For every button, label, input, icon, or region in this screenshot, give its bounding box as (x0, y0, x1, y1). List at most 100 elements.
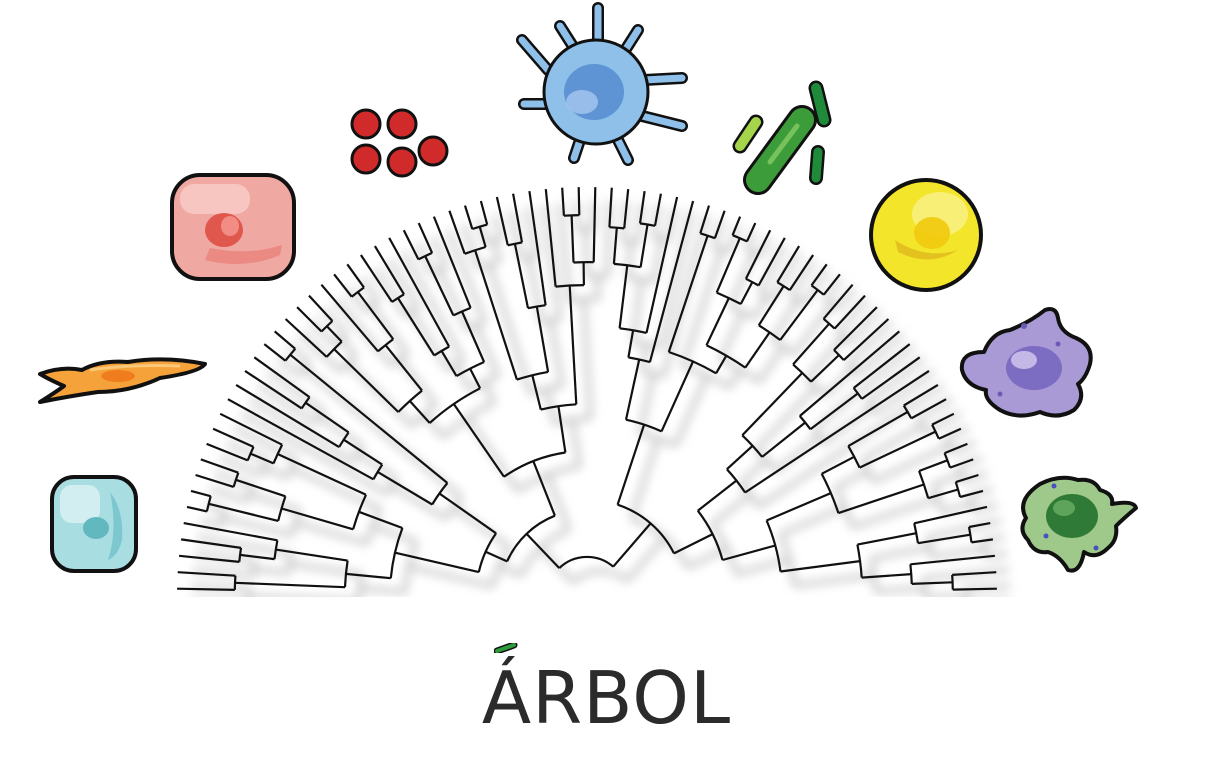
tree-branch-shadow (461, 223, 482, 269)
tree-branch-shadow (248, 594, 317, 597)
page-title: ÁRBOL (481, 656, 732, 740)
tree-branch (696, 510, 724, 561)
tree-branch-shadow (823, 276, 843, 301)
tree-branch (219, 412, 283, 446)
tree-branch-shadow (498, 563, 523, 578)
tree-branch-shadow (524, 207, 539, 257)
tree-branch (397, 389, 423, 413)
tree-branch-shadow (641, 368, 665, 379)
yellow-cell-icon (869, 178, 983, 292)
tree-branch (275, 548, 348, 562)
tree-branch (859, 430, 936, 469)
tree-branch (460, 311, 486, 363)
tree-branch-shadow (430, 236, 449, 268)
tree-branch (190, 489, 211, 498)
tree-branch (822, 273, 841, 296)
tree-branch (861, 356, 921, 400)
tree-branch (346, 263, 365, 289)
tree-branch (713, 210, 726, 239)
tree-branch-shadow (792, 302, 834, 356)
tree-branch-shadow (846, 307, 881, 345)
tree-branch (699, 205, 711, 234)
tree-branch-shadow (369, 304, 410, 355)
tree-branch (273, 330, 296, 350)
tree-branch-shadow (240, 411, 389, 496)
tree-branch-shadow (453, 363, 473, 392)
tree-branch (617, 503, 675, 554)
tree-branch (668, 350, 717, 375)
tree-branch (857, 532, 917, 546)
tree-branch (373, 245, 405, 295)
tree-branch-shadow (491, 240, 503, 262)
tree-branch-shadow (294, 520, 368, 546)
tree-branch-shadow (726, 223, 741, 254)
tree-branch-shadow (386, 258, 421, 310)
tree-branch-shadow (951, 440, 976, 455)
tree-branch (513, 243, 530, 309)
tree-branch (931, 412, 955, 426)
tree-branch-shadow (779, 504, 846, 537)
tree-branch (568, 285, 578, 405)
tree-branch-shadow (709, 523, 739, 575)
tree-branch (944, 442, 968, 455)
tree-branch-shadow (222, 515, 293, 538)
tree-branch (810, 354, 840, 383)
tree-branch (424, 255, 455, 316)
tree-branch (263, 343, 287, 362)
tree-branch (432, 216, 472, 309)
tree-branch-shadow (629, 437, 661, 520)
tree-branch (612, 522, 652, 568)
tree-branch (377, 338, 394, 353)
tree-branch (616, 424, 646, 506)
tree-branch (326, 325, 343, 343)
tree-branch-shadow (874, 369, 936, 415)
tree-branch-shadow (372, 267, 409, 318)
tree-branch-shadow (302, 366, 463, 499)
tree-branch-shadow (718, 310, 746, 361)
tree-branch (739, 281, 754, 305)
red-blood-cells-icon (350, 108, 449, 178)
tree-branch-shadow (318, 414, 365, 449)
tree-branch (667, 235, 709, 353)
tree-branch-shadow (915, 418, 928, 434)
tree-branch (627, 330, 635, 358)
tree-branch-shadow (870, 544, 931, 562)
tree-branch (917, 533, 971, 545)
tree-branch-shadow (770, 298, 800, 341)
tree-branch (765, 520, 782, 572)
tree-branch (389, 527, 404, 579)
tree-branch-shadow (757, 344, 786, 384)
tree-branch (609, 226, 625, 230)
tree-branch-shadow (583, 229, 590, 277)
tree-branch-shadow (754, 385, 819, 452)
tree-branch (798, 415, 812, 430)
tree-branch (821, 455, 855, 475)
tree-branch (639, 224, 649, 268)
tree-branch-shadow (719, 356, 761, 384)
tree-branch-shadow (356, 451, 398, 481)
tree-branch-shadow (944, 425, 969, 441)
tree-branch (333, 348, 400, 413)
tree-branch (253, 356, 311, 398)
tree-branch (847, 410, 909, 448)
tree-branch-shadow (625, 535, 667, 583)
tree-branch (847, 445, 861, 469)
tree-branch (741, 372, 804, 437)
tree-branch-shadow (276, 356, 301, 377)
tree-branch-shadow (359, 276, 381, 303)
tree-branch (757, 285, 785, 326)
tree-branch-shadow (445, 229, 487, 323)
tree-branch-shadow (191, 583, 250, 593)
tree-branch-shadow (477, 258, 501, 271)
tree-branch (512, 193, 524, 243)
bacteria-icon (732, 80, 832, 195)
tree-branch-shadow (774, 434, 821, 473)
tree-branch (377, 470, 433, 506)
tree-branch (358, 510, 403, 530)
tree-branch (417, 251, 433, 261)
tree-branch-shadow (521, 253, 537, 262)
tree-branch-shadow (208, 486, 249, 504)
tree-branch-shadow (661, 214, 710, 377)
tree-branch (645, 196, 679, 334)
tree-branch (528, 190, 547, 306)
